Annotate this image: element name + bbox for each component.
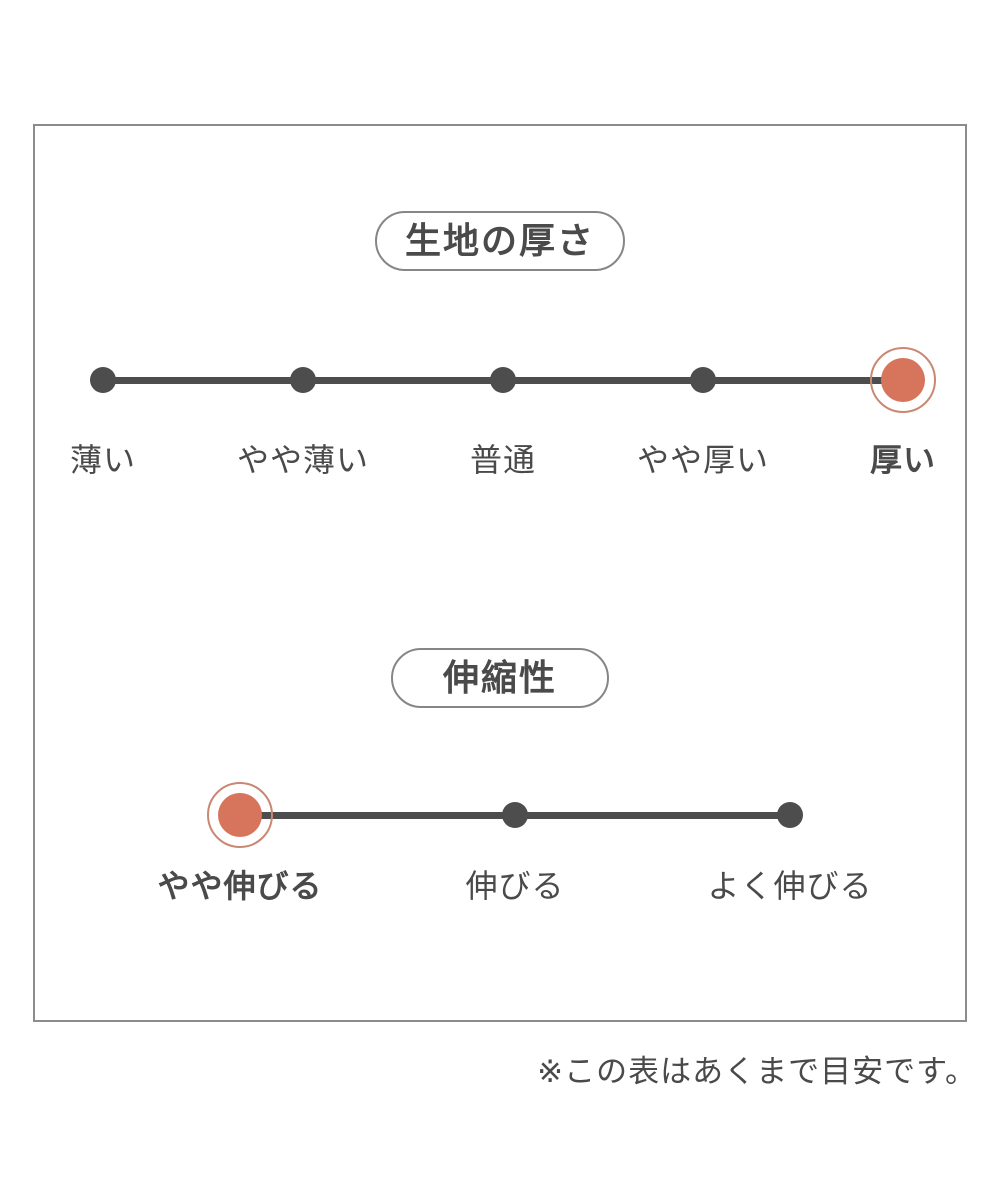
scale-dot bbox=[90, 367, 116, 393]
scale-dot bbox=[290, 367, 316, 393]
scale-label: 薄い bbox=[69, 442, 137, 478]
chart-frame bbox=[33, 124, 967, 1022]
scale-dot bbox=[690, 367, 716, 393]
scale-title: 伸縮性 bbox=[442, 657, 557, 698]
scale-title-pill: 生地の厚さ bbox=[374, 211, 626, 271]
scale-label: よく伸びる bbox=[707, 868, 873, 904]
scale-label: 伸びる bbox=[465, 868, 565, 904]
scale-title-pill: 伸縮性 bbox=[391, 648, 609, 708]
scale-label-selected: やや伸びる bbox=[157, 868, 323, 904]
scale-dot bbox=[502, 802, 528, 828]
selected-dot bbox=[218, 793, 262, 837]
scale-label: 普通 bbox=[469, 442, 537, 478]
scale-label-selected: 厚い bbox=[869, 442, 937, 478]
scale-dot bbox=[777, 802, 803, 828]
selected-dot bbox=[881, 358, 925, 402]
scale-title: 生地の厚さ bbox=[404, 220, 596, 261]
scale-label: やや薄い bbox=[236, 442, 370, 478]
scale-dot bbox=[490, 367, 516, 393]
selected-dot-ring bbox=[207, 782, 273, 848]
disclaimer-note: ※この表はあくまで目安です。 bbox=[537, 1054, 977, 1089]
scale-label: やや厚い bbox=[636, 442, 770, 478]
selected-dot-ring bbox=[870, 347, 936, 413]
